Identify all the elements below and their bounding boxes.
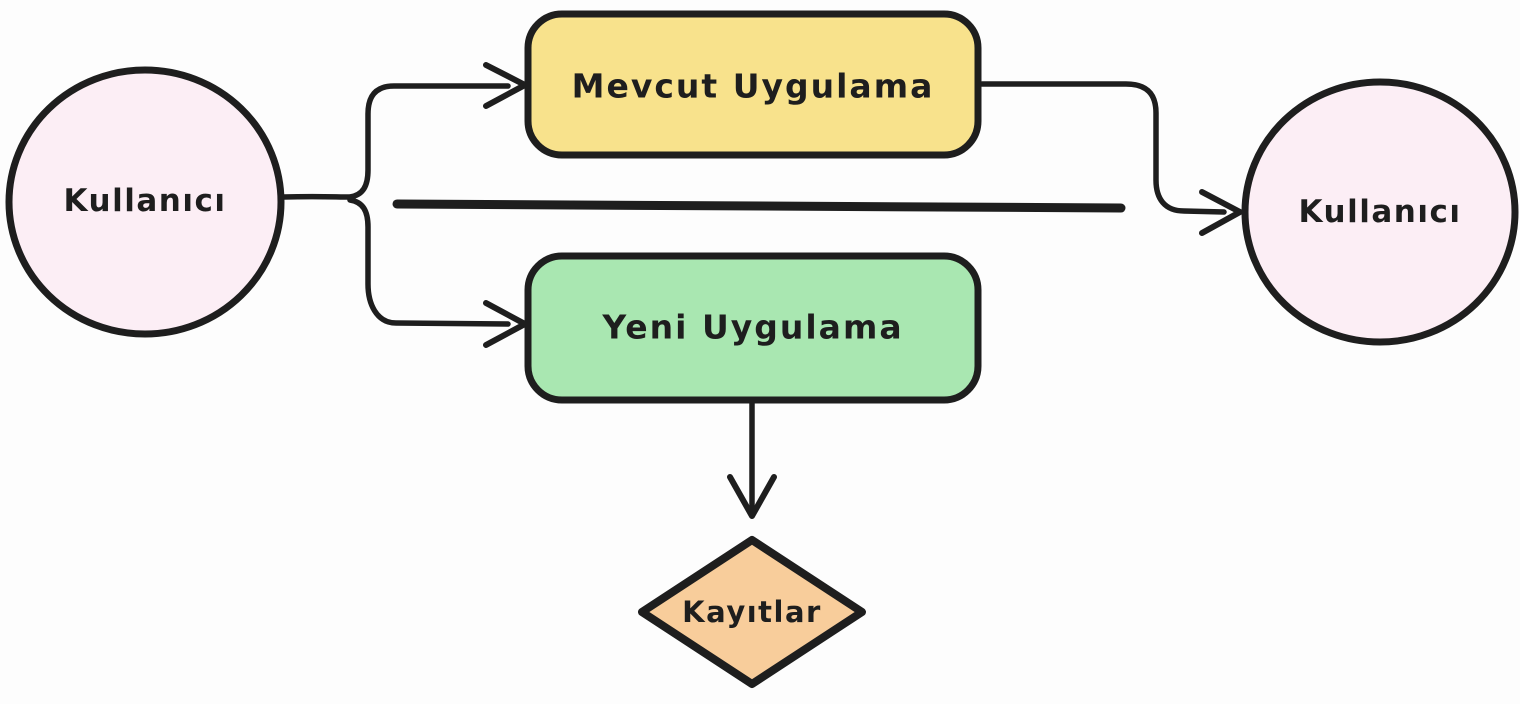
arrowhead-into-right-user — [1199, 189, 1243, 236]
arrowhead-into-records — [727, 474, 777, 519]
left-user-node — [5, 66, 285, 338]
new-app-node — [524, 252, 982, 404]
edge-user-to-right-user — [392, 199, 1126, 213]
edge-user-to-new-app — [347, 197, 511, 327]
right-user-node — [1241, 78, 1519, 346]
edge-user-to-existing-app — [347, 83, 511, 200]
edge-existing-app-to-right-user — [979, 81, 1227, 215]
records-node — [638, 536, 866, 688]
existing-app-node — [524, 10, 982, 159]
